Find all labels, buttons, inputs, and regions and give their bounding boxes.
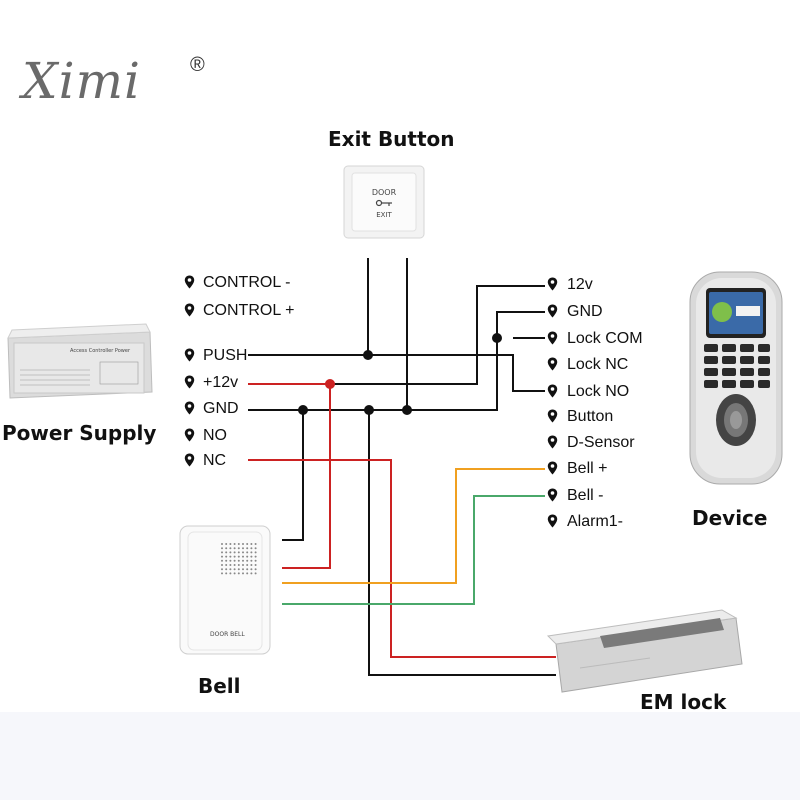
power-supply-title: Power Supply bbox=[2, 421, 157, 445]
power-terminal-label: GND bbox=[203, 400, 239, 417]
device-terminal-label: Bell - bbox=[567, 487, 604, 504]
power-terminal-label: +12v bbox=[203, 374, 239, 391]
junction-dot bbox=[492, 333, 502, 343]
device-terminal-label: Alarm1- bbox=[567, 513, 624, 530]
power-terminal-label: PUSH bbox=[203, 347, 248, 364]
doorbell-device: /* grille dots generated below */ DOOR B… bbox=[179, 525, 271, 655]
fingerprint-sensor-icon bbox=[716, 394, 756, 446]
device-terminal-label: D-Sensor bbox=[567, 434, 635, 451]
wires bbox=[248, 258, 556, 676]
junction-dot bbox=[364, 405, 374, 415]
wire-12v-red bbox=[248, 383, 331, 569]
speaker-grille-icon: /* grille dots generated below */ bbox=[221, 543, 257, 575]
doorbell-label: DOOR BELL bbox=[210, 631, 245, 638]
device-terminal-label: Button bbox=[567, 408, 614, 425]
em-lock-title: EM lock bbox=[640, 690, 727, 714]
access-device bbox=[689, 271, 783, 485]
device-terminal-label: Lock COM bbox=[567, 330, 643, 347]
device-terminal-label: 12v bbox=[567, 276, 593, 293]
logo-text: Ximi bbox=[22, 52, 141, 110]
device-terminal-label: GND bbox=[567, 303, 603, 320]
wire-bell-gnd bbox=[282, 410, 304, 541]
exit-button-title: Exit Button bbox=[328, 127, 455, 151]
exit-plate-exit-text: EXIT bbox=[376, 211, 392, 219]
power-terminal-label: CONTROL - bbox=[203, 274, 291, 291]
device-terminal-label: Lock NO bbox=[567, 383, 630, 400]
key-icon bbox=[375, 199, 392, 207]
device-title: Device bbox=[692, 506, 768, 530]
wire-gnd-ps bbox=[248, 311, 545, 411]
device-terminal-label: Bell + bbox=[567, 460, 608, 477]
power-terminal-label: NO bbox=[203, 427, 227, 444]
wire-bell-minus bbox=[282, 495, 545, 605]
keypad bbox=[704, 344, 770, 388]
wire-bell-plus bbox=[282, 468, 545, 584]
wire-12v-device bbox=[330, 285, 545, 385]
junction-dot bbox=[325, 379, 335, 389]
power-box-label: Access Controller Power bbox=[70, 348, 131, 354]
device-terminal-label: Lock NC bbox=[567, 356, 629, 373]
registered-mark: ® bbox=[190, 54, 205, 76]
bell-title: Bell bbox=[198, 674, 241, 698]
em-lock-device bbox=[546, 609, 743, 693]
junction-dot bbox=[363, 350, 373, 360]
exit-plate-door-text: DOOR bbox=[372, 188, 397, 197]
power-terminal-label: CONTROL + bbox=[203, 302, 295, 319]
power-supply-device: Access Controller Power bbox=[7, 323, 153, 399]
junction-dot bbox=[402, 405, 412, 415]
junction-dot bbox=[298, 405, 308, 415]
power-terminal-label: NC bbox=[203, 452, 227, 469]
wire-lock-gnd bbox=[368, 410, 556, 676]
bottom-band bbox=[0, 712, 800, 800]
wire-push bbox=[248, 354, 545, 392]
junctions bbox=[298, 333, 502, 415]
wire-nc-red bbox=[248, 459, 556, 658]
exit-button-device: DOOR EXIT bbox=[343, 165, 425, 239]
